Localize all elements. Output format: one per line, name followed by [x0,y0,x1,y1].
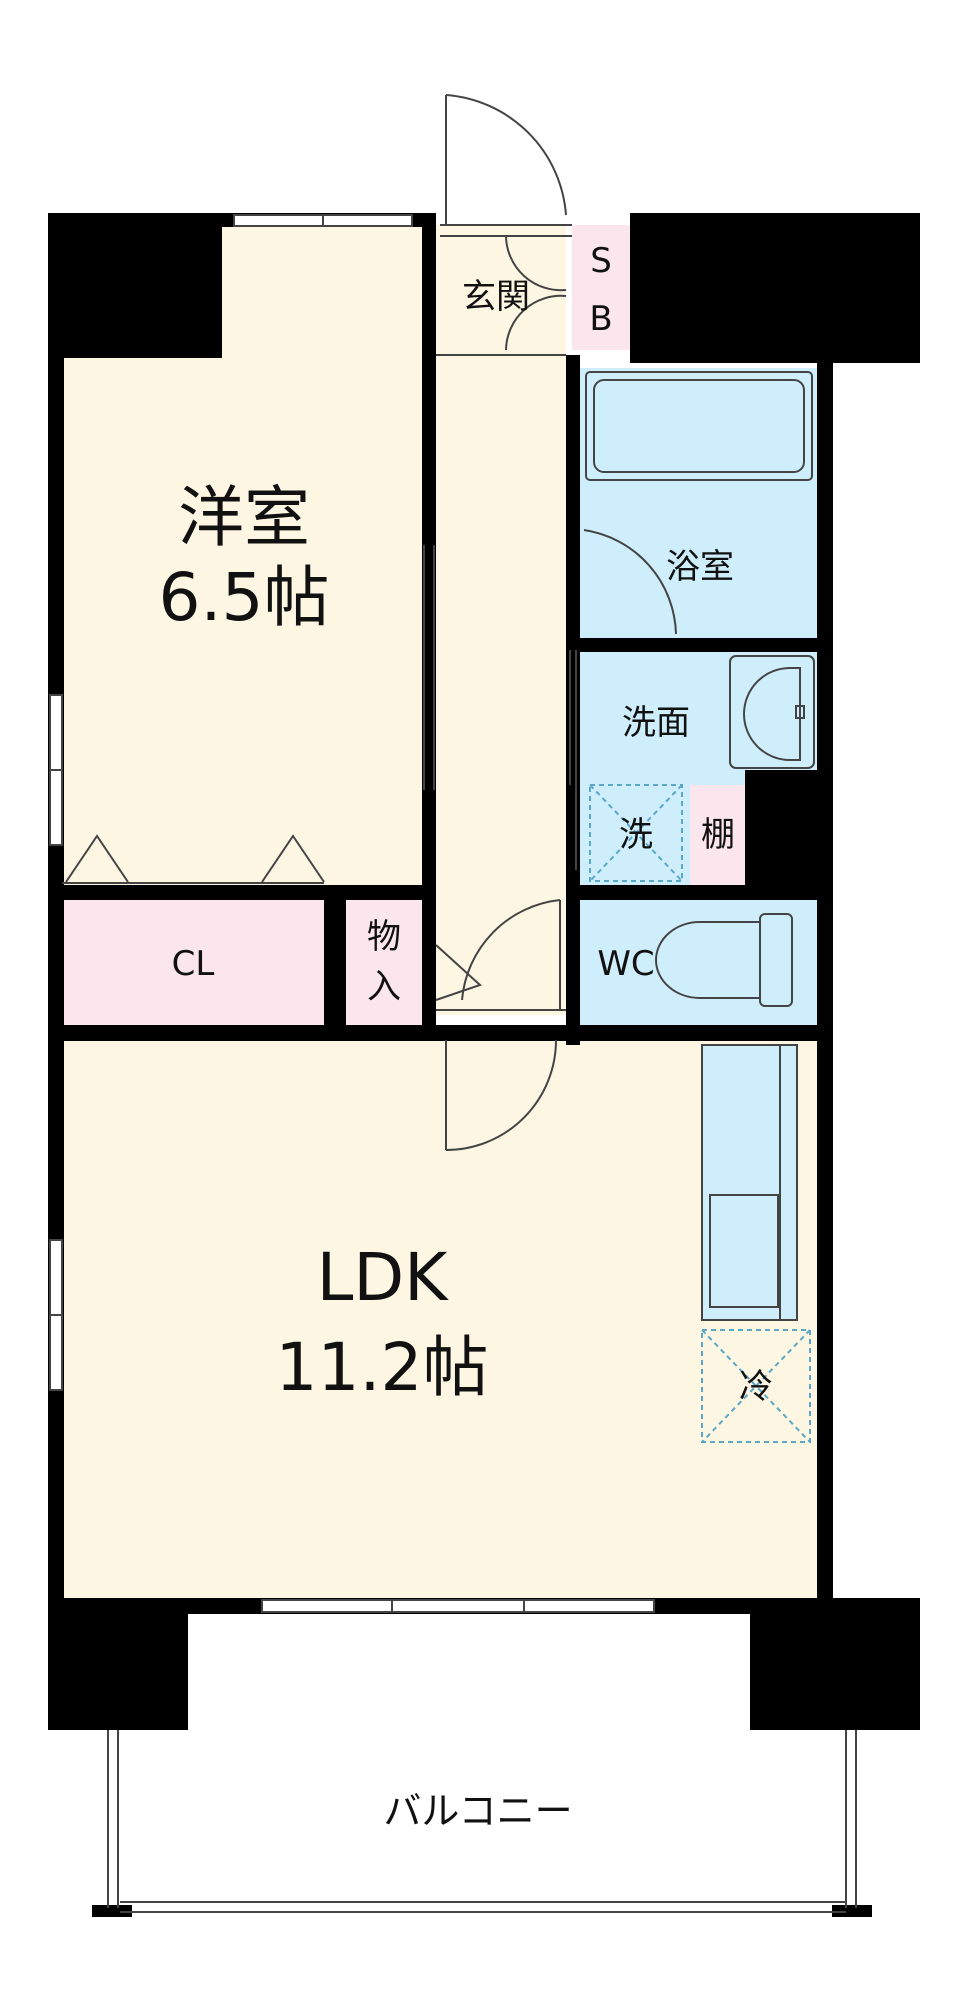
western-room-name: 洋室 [178,479,310,556]
balcony [107,1730,857,1913]
wall-hall-right [566,355,580,1045]
wall-block-top-right [630,213,920,363]
wall-wash-toilet [566,885,833,900]
western-room-area [62,225,422,885]
wall-block-bottom-right [750,1598,920,1730]
room-fills [62,225,820,1600]
shoe-box-door-top [505,235,567,292]
fridge-label: 冷 [739,1367,773,1407]
wall-under-toilet [436,1025,833,1041]
washbasin [729,655,815,769]
ldk-size: 11.2帖 [276,1329,489,1406]
wall-block-top-left [48,213,222,358]
ldk-door-swing [445,1039,557,1151]
washer-pan [589,784,683,882]
kitchen-counter-edge [779,1044,798,1321]
bathtub [585,371,813,481]
wall-under-western [48,885,436,900]
wall-right [817,363,833,1613]
balcony-label: バルコニー [383,1789,572,1833]
shoe-box-area [572,225,630,350]
storage-label-1: 物 [367,917,401,957]
shelf-label: 棚 [701,815,735,855]
fridge-diag-1 [701,1329,811,1443]
bath-door-swing [583,529,677,635]
bathroom-label: 浴室 [666,547,734,587]
storage-area [346,900,422,1025]
storage-label-2: 入 [367,967,401,1007]
washer-label: 洗 [619,815,653,855]
closet-area [62,900,324,1025]
washbasin-bowl [743,667,801,761]
closet-label: CL [172,944,215,984]
wall-bath-wash [566,638,833,652]
shoe-box-label-s: S [590,241,612,281]
fridge-diag-2 [701,1329,811,1443]
bathtub-inner [593,379,805,473]
toilet-bowl [655,921,761,999]
wall-block-bottom-left [48,1598,188,1730]
window-ldk-bottom [261,1599,655,1613]
washer-pan-diag-2 [589,784,683,882]
doors [62,94,677,1151]
front-door-swing [445,94,567,216]
closet-door-right [261,834,325,883]
washbasin-tap [795,705,805,719]
toilet-area [580,900,820,1025]
wall-top-right-cap [880,213,920,233]
wall-left [48,213,64,1613]
shoe-box-label-b: B [589,299,612,339]
hallway-area [436,225,566,1015]
ldk-area [62,1040,817,1600]
washroom-label: 洗面 [622,703,690,743]
closet-door-left [65,834,129,883]
shelf-area [690,785,745,885]
wall-western-hall [422,213,436,1035]
ldk-name: LDK [317,1239,450,1316]
stove-area [709,1194,779,1308]
storage-door-wedge [435,944,482,1001]
fixtures [585,371,815,1443]
shoe-box-door-bottom [505,294,567,351]
windows [49,214,655,1613]
western-room-size: 6.5帖 [159,559,330,636]
wall-shelf-block [745,770,817,885]
wall-under-closet [48,1025,436,1041]
wall-closet-storage [324,885,346,1035]
toilet-tank [759,913,793,1007]
entrance-label: 玄関 [462,277,530,317]
bathroom-area [580,368,820,638]
toilet-door-swing [461,899,561,1001]
wall-bottom-right-cap [880,1598,920,1618]
balcony-rail-left-end [92,1905,132,1917]
balcony-rail-right-end [832,1905,872,1917]
labels: 洋室 6.5帖 LDK 11.2帖 玄関 S B 浴室 洗面 洗 棚 WC CL… [159,241,773,1833]
fridge-space [701,1329,811,1443]
toilet-label: WC [597,944,654,984]
